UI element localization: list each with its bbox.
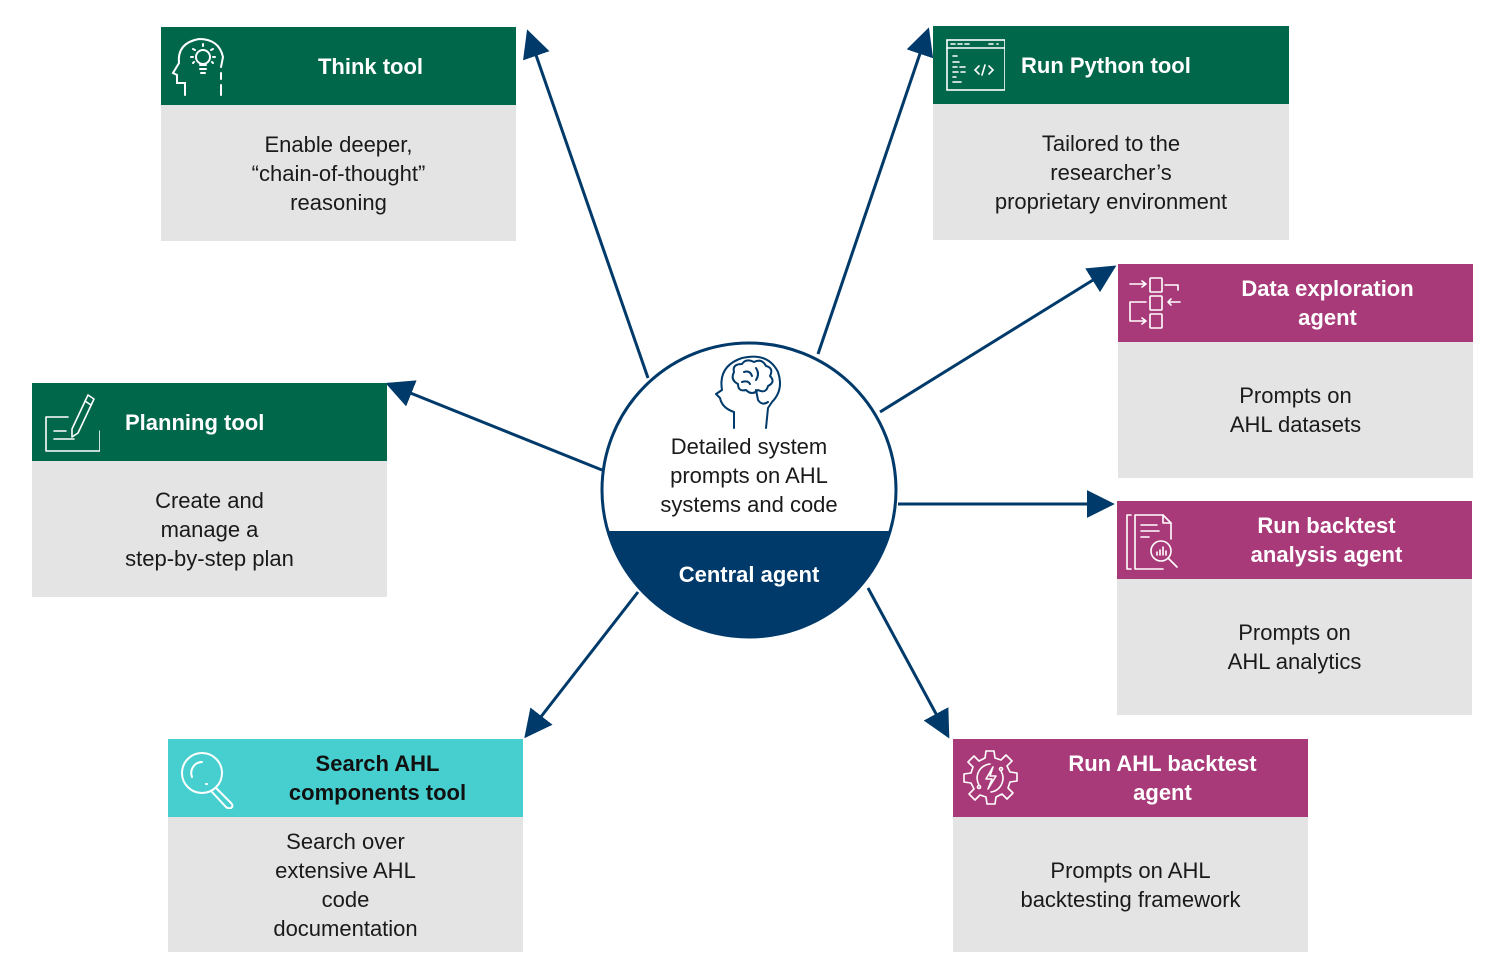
- title-line: Run backtest: [1257, 513, 1396, 538]
- description-line: step-by-step plan: [125, 545, 294, 571]
- search-components-tool-title: Search AHL components tool: [238, 739, 517, 817]
- flow-boxes-icon: [1129, 277, 1181, 329]
- think-tool-description: Enable deeper, “chain-of-thought” reason…: [161, 105, 516, 241]
- central-description-line: prompts on AHL: [670, 463, 828, 488]
- arrow-to-data-exploration: [879, 265, 1117, 414]
- ahl-backtest-agent-header: Run AHL backtest agent: [953, 739, 1308, 817]
- arrow-to-python: [816, 27, 934, 355]
- code-window-icon: [946, 39, 1005, 91]
- description-line: backtesting framework: [1020, 886, 1241, 912]
- search-components-tool-description: Search over extensive AHL code documenta…: [168, 817, 523, 952]
- description-line: proprietary environment: [994, 188, 1228, 214]
- arrow-to-ahl-backtest: [866, 587, 950, 739]
- title-line: Run AHL backtest: [1068, 751, 1257, 776]
- description-line: AHL analytics: [1227, 649, 1362, 674]
- description-line: AHL datasets: [1229, 412, 1362, 437]
- run-python-tool-header: Run Python tool: [933, 26, 1289, 104]
- description-line: reasoning: [290, 189, 387, 215]
- head-brain-icon: [715, 355, 781, 429]
- central-agent-label: Central agent: [678, 562, 820, 587]
- description-line: Create and: [155, 487, 264, 513]
- description-line: researcher’s: [1050, 159, 1172, 185]
- data-exploration-agent-header: Data exploration agent: [1118, 264, 1473, 342]
- planning-tool-header: Planning tool: [32, 383, 387, 461]
- run-python-tool-card: Run Python tool Tailored to the research…: [933, 26, 1289, 240]
- description-line: Prompts on AHL: [1050, 857, 1211, 883]
- description-line: extensive AHL: [275, 857, 416, 883]
- arrow-to-think: [523, 29, 650, 379]
- search-components-tool-card: Search AHL components tool Search over e…: [168, 739, 523, 952]
- planning-tool-description: Create and manage a step-by-step plan: [32, 461, 387, 597]
- magnifier-icon: [181, 752, 234, 809]
- head-lightbulb-icon: [171, 37, 225, 96]
- title-line: agent: [1133, 780, 1192, 805]
- run-python-tool-description: Tailored to the researcher’s proprietary…: [933, 104, 1289, 240]
- backtest-analysis-agent-header: Run backtest analysis agent: [1117, 501, 1472, 579]
- think-tool-card: Think tool Enable deeper, “chain-of-thou…: [161, 27, 516, 241]
- title-line: agent: [1298, 305, 1357, 330]
- gear-lightning-icon: [963, 750, 1018, 805]
- description-line: Enable deeper,: [264, 131, 413, 157]
- title-line: Search AHL: [315, 751, 440, 776]
- central-description-line: Detailed system: [670, 434, 828, 459]
- description-line: Prompts on: [1239, 383, 1352, 408]
- description-line: documentation: [273, 915, 418, 941]
- think-tool-header: Think tool: [161, 27, 516, 105]
- ahl-backtest-agent-description: Prompts on AHL backtesting framework: [953, 817, 1308, 952]
- search-components-tool-header: Search AHL components tool: [168, 739, 523, 817]
- description-line: “chain-of-thought”: [251, 160, 426, 186]
- description-line: code: [321, 886, 370, 912]
- backtest-analysis-agent-title: Run backtest analysis agent: [1187, 501, 1466, 579]
- pencil-note-icon: [45, 394, 100, 452]
- planning-tool-title: Planning tool: [125, 409, 265, 435]
- data-exploration-agent-title: Data exploration agent: [1188, 264, 1467, 342]
- arrow-to-planning: [385, 380, 603, 472]
- title-line: components tool: [288, 780, 467, 805]
- description-line: Prompts on: [1238, 620, 1351, 645]
- data-exploration-agent-card: Data exploration agent Prompts on AHL da…: [1118, 264, 1473, 478]
- central-agent-description: Detailed system prompts on AHL systems a…: [620, 432, 878, 519]
- central-description-line: systems and code: [660, 492, 838, 517]
- ahl-backtest-agent-title: Run AHL backtest agent: [1023, 739, 1302, 817]
- description-line: manage a: [160, 516, 259, 542]
- title-line: analysis agent: [1250, 542, 1403, 567]
- backtest-analysis-agent-card: Run backtest analysis agent Prompts on A…: [1117, 501, 1472, 715]
- run-python-tool-title: Run Python tool: [1021, 52, 1191, 78]
- document-analytics-icon: [1126, 514, 1178, 570]
- backtest-analysis-agent-description: Prompts on AHL analytics: [1117, 579, 1472, 715]
- description-line: Tailored to the: [1041, 130, 1181, 156]
- data-exploration-agent-description: Prompts on AHL datasets: [1118, 342, 1473, 478]
- title-line: Data exploration: [1241, 276, 1414, 301]
- description-line: Search over: [286, 828, 405, 854]
- planning-tool-card: Planning tool Create and manage a step-b…: [32, 383, 387, 597]
- think-tool-title: Think tool: [317, 53, 424, 79]
- central-agent-node: [600, 341, 898, 639]
- arrow-to-search: [524, 591, 640, 739]
- ahl-backtest-agent-card: Run AHL backtest agent Prompts on AHL ba…: [953, 739, 1308, 952]
